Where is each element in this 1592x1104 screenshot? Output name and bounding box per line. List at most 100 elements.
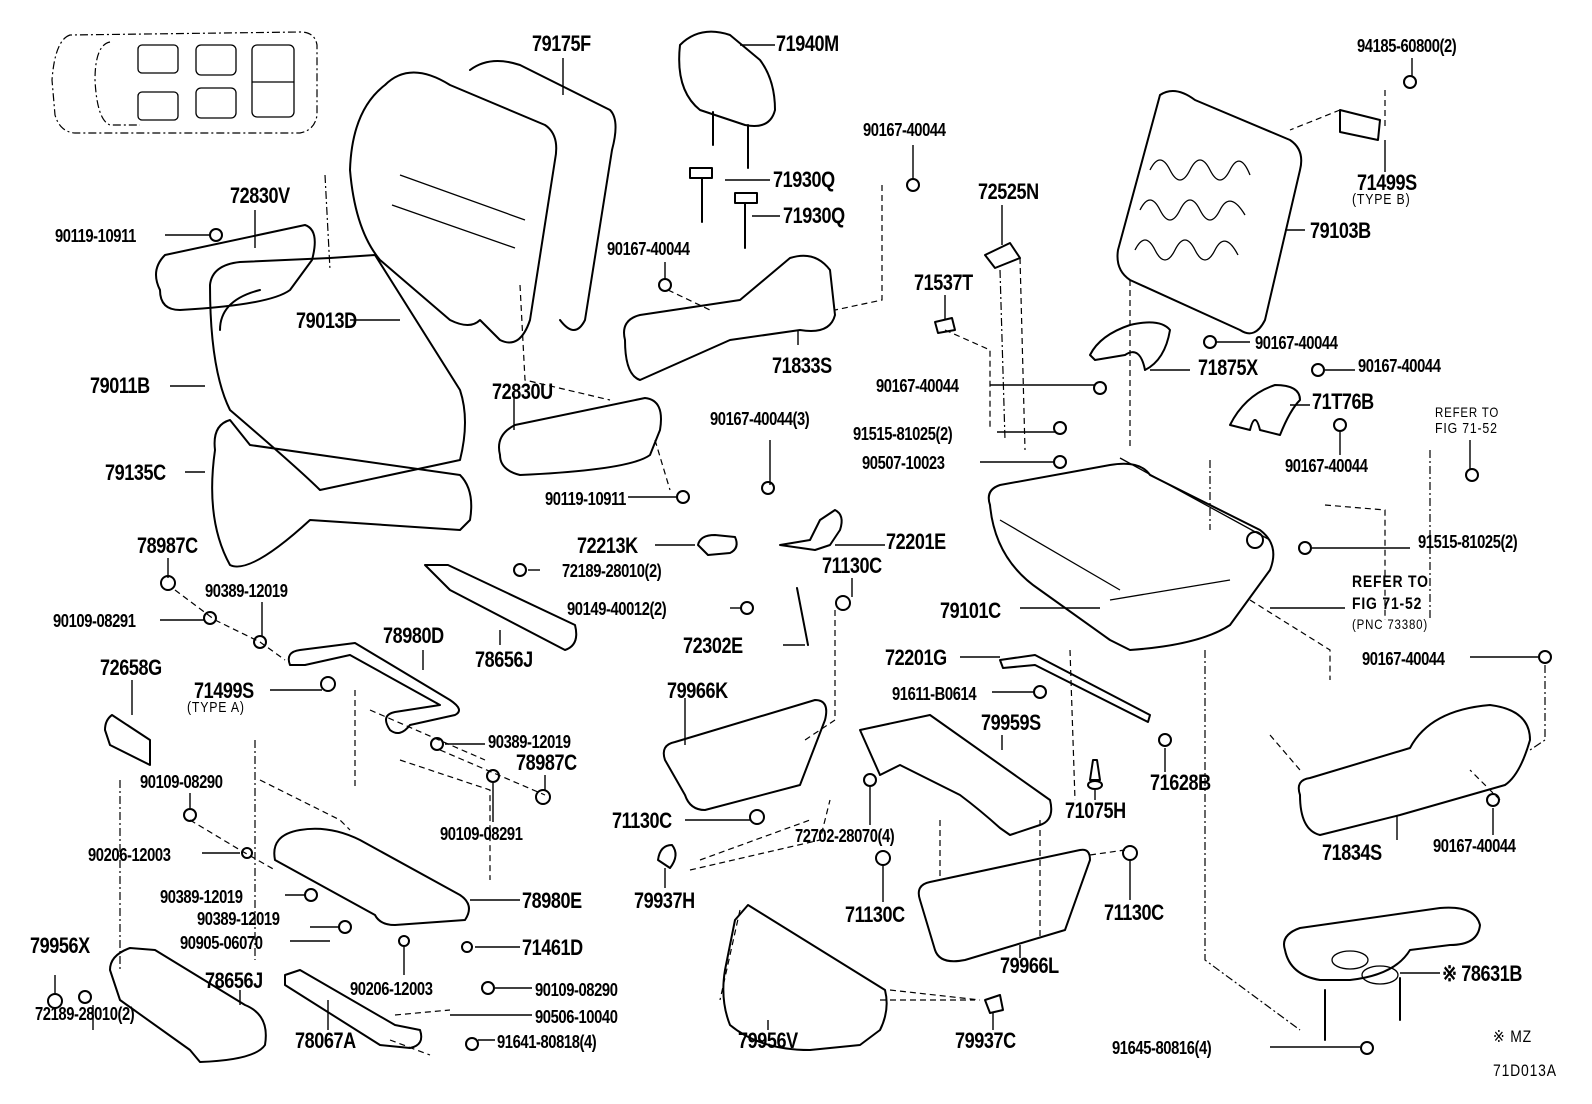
- part-label-79956X[interactable]: 79956X: [30, 933, 90, 958]
- part-label-71130C-c[interactable]: 71130C: [845, 902, 905, 927]
- clip-79937H: [657, 844, 677, 869]
- part-label-78980E[interactable]: 78980E: [522, 888, 582, 913]
- part-label-90167-40044-3[interactable]: 90167-40044(3): [710, 409, 810, 429]
- part-label-79959S[interactable]: 79959S: [981, 710, 1041, 735]
- part-label-71930Q-a[interactable]: 71930Q: [773, 167, 835, 192]
- knob-72213K: [697, 534, 738, 556]
- part-label-90167-40044-b[interactable]: 90167-40044: [607, 239, 690, 259]
- rod-72201G: [999, 654, 1151, 723]
- refer-fig-label-a[interactable]: FIG 71-52: [1435, 420, 1498, 437]
- part-label-78987C-a[interactable]: 78987C: [137, 533, 198, 558]
- part-label-90109-08290-b[interactable]: 90109-08290: [535, 980, 618, 1000]
- part-label-94185-60800[interactable]: 94185-60800(2): [1357, 36, 1457, 56]
- part-label-90905-06070[interactable]: 90905-06070: [180, 933, 263, 953]
- part-label-71875X[interactable]: 71875X: [1198, 355, 1258, 380]
- part-label-90109-08291-b[interactable]: 90109-08291: [440, 824, 523, 844]
- part-label-78987C-b[interactable]: 78987C: [516, 750, 577, 775]
- part-label-78656J-a[interactable]: 78656J: [475, 647, 533, 672]
- part-label-90506-10040[interactable]: 90506-10040: [535, 1007, 618, 1027]
- screw-91611-icon: [1033, 685, 1047, 699]
- part-label-79966K[interactable]: 79966K: [667, 678, 728, 703]
- part-label-90507-10023[interactable]: 90507-10023: [862, 453, 945, 473]
- bushing-90389-d-icon: [338, 920, 352, 934]
- refer-fig-label-b[interactable]: FIG 71-52: [1352, 594, 1423, 613]
- part-label-71130C-a[interactable]: 71130C: [822, 553, 882, 578]
- part-label-90119-10911-a[interactable]: 90119-10911: [55, 226, 136, 246]
- part-label-78067A[interactable]: 78067A: [295, 1028, 356, 1053]
- part-label-72213K[interactable]: 72213K: [577, 533, 638, 558]
- part-label-71T76B[interactable]: 71T76B: [1312, 389, 1374, 414]
- part-label-79175F[interactable]: 79175F: [532, 31, 591, 56]
- part-label-72189-28010-b[interactable]: 72189-28010(2): [35, 1004, 135, 1024]
- part-label-91515-81025-a[interactable]: 91515-81025(2): [853, 424, 953, 444]
- part-label-72658G[interactable]: 72658G: [100, 655, 162, 680]
- part-label-72302E[interactable]: 72302E: [683, 633, 743, 658]
- note-legend: ※ MZ: [1493, 1028, 1532, 1045]
- bolt-refer-icon: [1465, 468, 1479, 482]
- part-label-90167-40044-e[interactable]: 90167-40044: [876, 376, 959, 396]
- part-label-78980D[interactable]: 78980D: [383, 623, 444, 648]
- part-label-72201G[interactable]: 72201G: [885, 645, 947, 670]
- part-label-90389-12019-d[interactable]: 90389-12019: [197, 909, 280, 929]
- part-label-79966L[interactable]: 79966L: [1000, 953, 1059, 978]
- part-label-71075H[interactable]: 71075H: [1065, 798, 1126, 823]
- part-label-90206-12003-a[interactable]: 90206-12003: [88, 845, 171, 865]
- part-label-79937C[interactable]: 79937C: [955, 1028, 1016, 1053]
- screw-90167-h-icon: [1538, 650, 1552, 664]
- part-label-90167-40044-h[interactable]: 90167-40044: [1362, 649, 1445, 669]
- part-label-91645-80816[interactable]: 91645-80816(4): [1112, 1038, 1212, 1058]
- part-label-91611-B0614[interactable]: 91611-B0614: [892, 684, 977, 704]
- part-label-78656J-b[interactable]: 78656J: [205, 968, 263, 993]
- part-label-79103B[interactable]: 79103B: [1310, 218, 1371, 243]
- part-label-90167-40044-d[interactable]: 90167-40044: [1358, 356, 1441, 376]
- part-label-90167-40044-c[interactable]: 90167-40044: [1255, 333, 1338, 353]
- part-label-79013D[interactable]: 79013D: [296, 308, 357, 333]
- part-label-71940M[interactable]: 71940M: [776, 31, 839, 56]
- part-label-71130C-b[interactable]: 71130C: [612, 808, 672, 833]
- part-label-71930Q-b[interactable]: 71930Q: [783, 203, 845, 228]
- part-label-90167-40044-a[interactable]: 90167-40044: [863, 120, 946, 140]
- part-label-71499S-a[interactable]: 71499S: [194, 678, 254, 703]
- part-label-90109-08291-a[interactable]: 90109-08291: [53, 611, 136, 631]
- part-label-72201E[interactable]: 72201E: [886, 529, 946, 554]
- part-label-71499S-b[interactable]: 71499S: [1357, 170, 1417, 195]
- part-label-72189-28010-a[interactable]: 72189-28010(2): [562, 561, 662, 581]
- part-label-79937H[interactable]: 79937H: [634, 888, 695, 913]
- part-label-90109-08290-a[interactable]: 90109-08290: [140, 772, 223, 792]
- part-label-90389-12019-c[interactable]: 90389-12019: [160, 887, 243, 907]
- clip-71130C-d-icon: [1122, 845, 1138, 861]
- part-label-71130C-d[interactable]: 71130C: [1104, 900, 1164, 925]
- part-label-71834S[interactable]: 71834S: [1322, 840, 1382, 865]
- part-label-90149-40012[interactable]: 90149-40012(2): [567, 599, 667, 619]
- part-label-79956V[interactable]: 79956V: [738, 1028, 798, 1053]
- part-label-72830U[interactable]: 72830U: [492, 379, 553, 404]
- seat-back-frame: [1116, 90, 1303, 335]
- part-label-79011B[interactable]: 79011B: [90, 373, 150, 398]
- part-label-90167-40044-f[interactable]: 90167-40044: [1285, 456, 1368, 476]
- part-label-72830V[interactable]: 72830V: [230, 183, 290, 208]
- part-label-72702-28070[interactable]: 72702-28070(4): [795, 826, 895, 846]
- washer-90206-a-icon: [241, 847, 253, 859]
- part-label-79101C[interactable]: 79101C: [940, 598, 1001, 623]
- bolt-90109-b-icon: [183, 808, 197, 822]
- seat-cushion-pad: [211, 419, 473, 568]
- clip-72189-b-icon: [78, 990, 92, 1004]
- part-label-90389-12019-b[interactable]: 90389-12019: [488, 732, 571, 752]
- part-label-78631B[interactable]: ※ 78631B: [1442, 961, 1523, 986]
- part-label-90206-12003-b[interactable]: 90206-12003: [350, 979, 433, 999]
- part-label-71833S[interactable]: 71833S: [772, 353, 832, 378]
- note-symbol: ※: [1493, 1027, 1506, 1046]
- part-label-91641-80818[interactable]: 91641-80818(4): [497, 1032, 597, 1052]
- part-label-90389-12019-a[interactable]: 90389-12019: [205, 581, 288, 601]
- part-label-71461D[interactable]: 71461D: [522, 935, 583, 960]
- part-label-91515-81025-b[interactable]: 91515-81025(2): [1418, 532, 1518, 552]
- part-label-71537T[interactable]: 71537T: [914, 270, 973, 295]
- cable-72302E: [796, 587, 809, 646]
- part-label-90167-40044-i[interactable]: 90167-40044: [1433, 836, 1516, 856]
- part-label-71628B[interactable]: 71628B: [1150, 770, 1211, 795]
- part-label-90119-10911-b[interactable]: 90119-10911: [545, 489, 626, 509]
- part-label-79135C[interactable]: 79135C: [105, 460, 166, 485]
- part-label-72525N[interactable]: 72525N: [978, 179, 1039, 204]
- armrest-78980E: [273, 827, 470, 926]
